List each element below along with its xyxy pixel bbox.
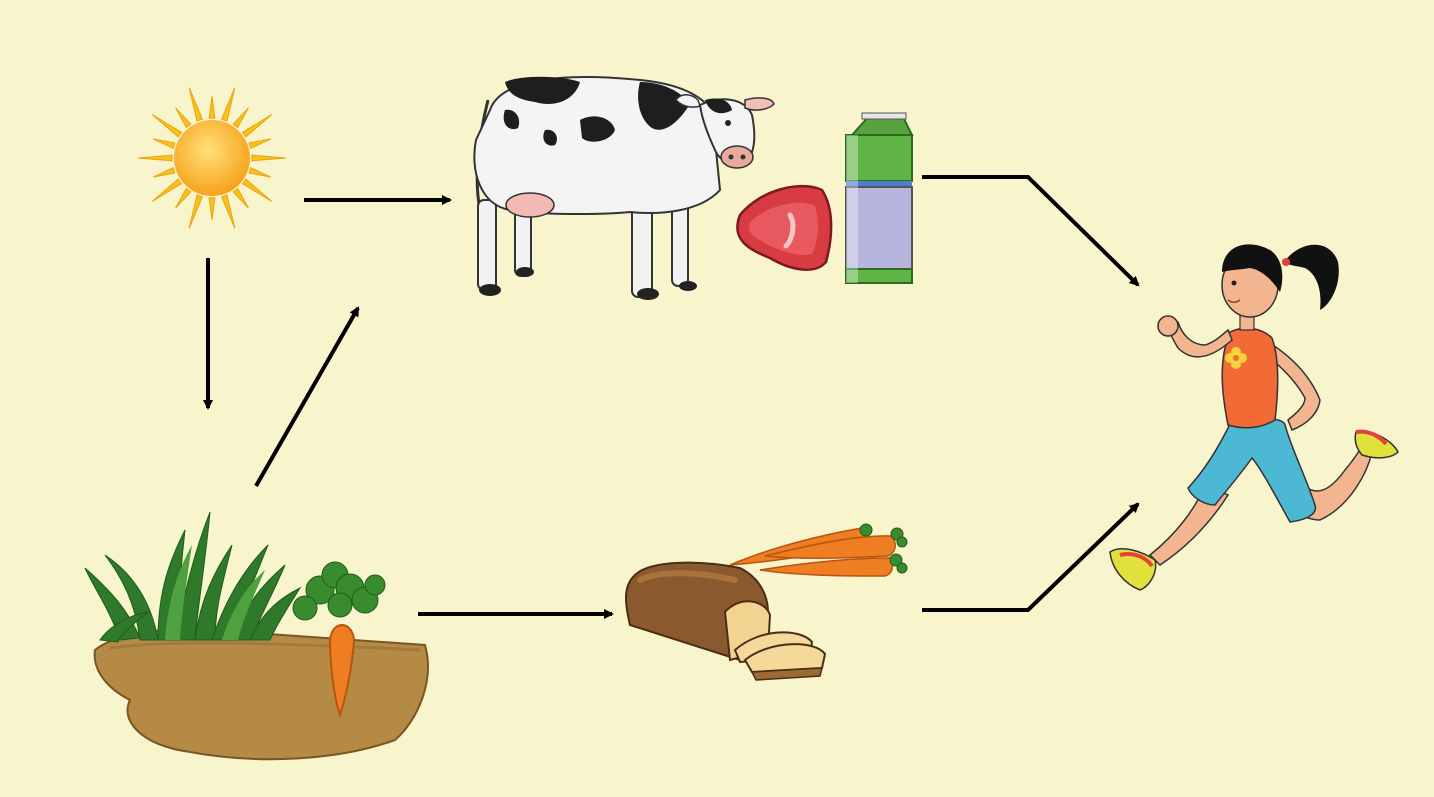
grass-and-carrot-in-soil-icon xyxy=(84,511,429,761)
running-girl-icon xyxy=(1109,244,1399,591)
sun-ray xyxy=(152,166,176,178)
arrow-milk-to-girl xyxy=(922,175,1140,287)
sun-ray xyxy=(220,87,236,122)
carrots-icon xyxy=(729,523,908,577)
sun-ray xyxy=(208,197,216,221)
sun-ray xyxy=(151,114,183,138)
sun-ray xyxy=(208,95,216,119)
sun-ray xyxy=(137,154,173,162)
sun-ray xyxy=(188,87,204,122)
sun-ray xyxy=(232,107,249,129)
cow-icon xyxy=(473,76,775,300)
sun-ray xyxy=(188,194,204,229)
milk-carton-icon xyxy=(845,112,914,284)
sun-ray xyxy=(241,178,273,202)
sun-icon xyxy=(137,87,287,229)
sun-ray xyxy=(248,138,272,150)
sun-ray xyxy=(232,187,249,209)
flower-print-icon xyxy=(1225,347,1247,369)
arrow-plants-to-cow xyxy=(254,306,360,487)
meat-steak-icon xyxy=(736,185,833,271)
arrow-bread-to-girl xyxy=(922,502,1140,612)
sun-ray xyxy=(248,166,272,178)
sun-ray xyxy=(151,178,183,202)
sun-ray xyxy=(152,138,176,150)
sun-ray xyxy=(251,154,287,162)
sun-ray xyxy=(241,114,273,138)
sun-ray xyxy=(175,187,192,209)
bread-loaf-icon xyxy=(625,561,827,681)
sun-ray xyxy=(175,107,192,129)
sun-ray xyxy=(220,194,236,229)
